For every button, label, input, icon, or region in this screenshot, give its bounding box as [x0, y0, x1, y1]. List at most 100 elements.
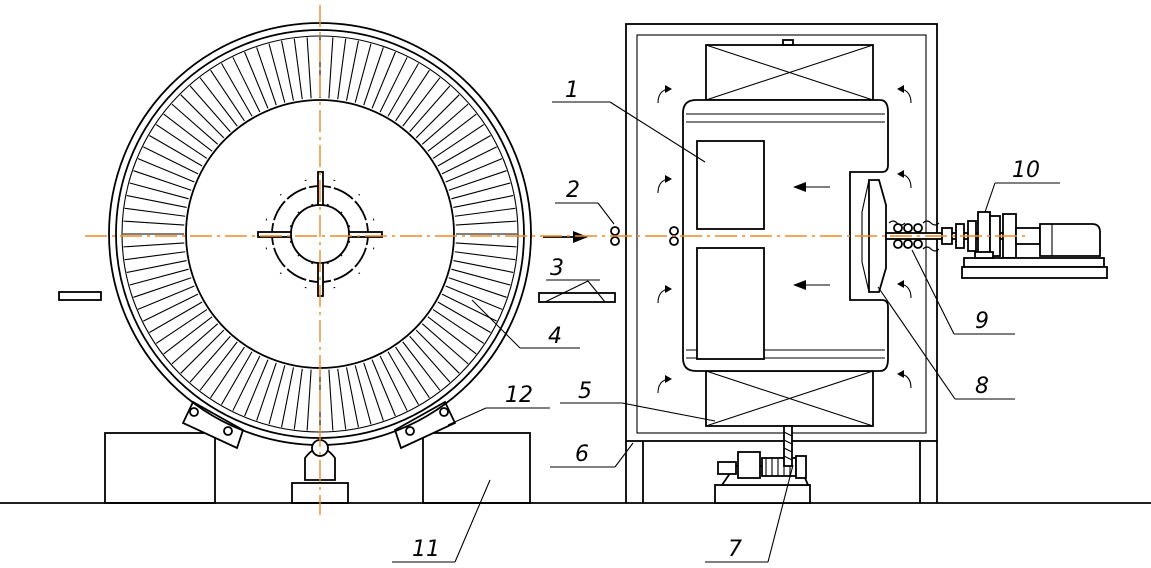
fin [171, 103, 219, 145]
fin [137, 285, 195, 310]
fin [306, 369, 312, 431]
callout-6: 6 [575, 442, 589, 467]
hub-spokes [265, 179, 375, 289]
callout-2: 2 [566, 178, 580, 203]
fin [415, 94, 460, 139]
circulation-arrow-head [665, 285, 672, 293]
fin [281, 40, 295, 101]
fin [232, 57, 261, 113]
fin [448, 277, 507, 298]
circulation-arrow-head [665, 375, 672, 383]
right-support-block [422, 432, 531, 504]
cradle-roller [405, 426, 415, 436]
hub-spoke-inner [340, 254, 360, 274]
bearing-9 [903, 223, 913, 233]
fin [221, 351, 253, 405]
internal-arrow [793, 280, 830, 290]
fin [437, 301, 491, 333]
callout-8: 8 [975, 374, 989, 399]
fin [143, 146, 199, 175]
jack-7 [714, 425, 811, 504]
fin [363, 362, 384, 421]
fin [306, 37, 312, 99]
sensor-2 [610, 226, 620, 236]
fin [137, 158, 195, 183]
probe-left [58, 291, 102, 301]
fin [129, 268, 189, 286]
callout-4: 4 [548, 324, 562, 349]
fin [387, 351, 419, 405]
magnet-block-lower [696, 247, 765, 360]
fin [244, 51, 269, 109]
hub-spoke-inner [349, 240, 374, 250]
fin [441, 293, 497, 322]
top-fixing [782, 39, 794, 46]
fin [123, 220, 185, 226]
circulation-arrow-head [665, 175, 672, 183]
probe-3 [538, 292, 616, 303]
callout-1: 1 [565, 78, 579, 103]
fin [454, 251, 516, 261]
fin [441, 146, 497, 175]
internal-arrow [793, 182, 830, 192]
callout-3: 3 [550, 256, 564, 281]
fin [445, 285, 503, 310]
fin [421, 103, 469, 145]
fin [432, 309, 485, 344]
cradle-roller [189, 407, 199, 417]
fin [189, 335, 231, 383]
probe-3-diagonal [587, 280, 606, 303]
fin [455, 242, 517, 248]
fin [387, 63, 419, 117]
fin [455, 220, 517, 226]
radial-fins [123, 37, 517, 431]
fin [395, 346, 430, 399]
sensor-inner [669, 236, 679, 246]
callout-9: 9 [975, 309, 989, 334]
fin [402, 341, 441, 391]
fin [210, 69, 245, 122]
fin [451, 268, 511, 286]
bearing-9 [893, 239, 903, 249]
hub-spoke-inner [304, 263, 314, 288]
fin [129, 182, 189, 200]
fin [244, 359, 269, 417]
fin [124, 207, 186, 217]
fin [337, 368, 347, 430]
circulation-arrows [657, 85, 912, 394]
hub-spoke-inner [266, 218, 291, 228]
fin [451, 182, 511, 200]
fin [345, 40, 359, 101]
circulation-arrow-head [665, 85, 672, 93]
fin [268, 365, 286, 425]
fin [427, 113, 477, 152]
fin [371, 51, 396, 109]
fin [448, 170, 507, 191]
circulation-arrow-head [897, 170, 904, 178]
rotor-assembly [58, 22, 616, 504]
fin [409, 335, 451, 383]
fin [133, 170, 192, 191]
fin [281, 367, 295, 428]
probe-3-diagonal [544, 280, 589, 303]
flow-arrow-main [543, 231, 588, 243]
fin [123, 242, 185, 248]
fin [155, 309, 208, 344]
hub-spoke-inner [266, 240, 291, 250]
fin [379, 57, 408, 113]
callout-10: 10 [1012, 158, 1040, 183]
fin [171, 323, 219, 365]
fin [210, 346, 245, 399]
fin [453, 259, 514, 273]
fin [445, 158, 503, 183]
hub-spoke-inner [349, 218, 374, 228]
bearing-9 [913, 239, 923, 249]
callout-5: 5 [578, 379, 592, 404]
cradle-roller [439, 407, 449, 417]
fin [337, 38, 347, 100]
circulation-arrow-head [897, 280, 904, 288]
chamber-assembly [610, 23, 1108, 504]
fin [354, 43, 372, 103]
fin [345, 367, 359, 428]
